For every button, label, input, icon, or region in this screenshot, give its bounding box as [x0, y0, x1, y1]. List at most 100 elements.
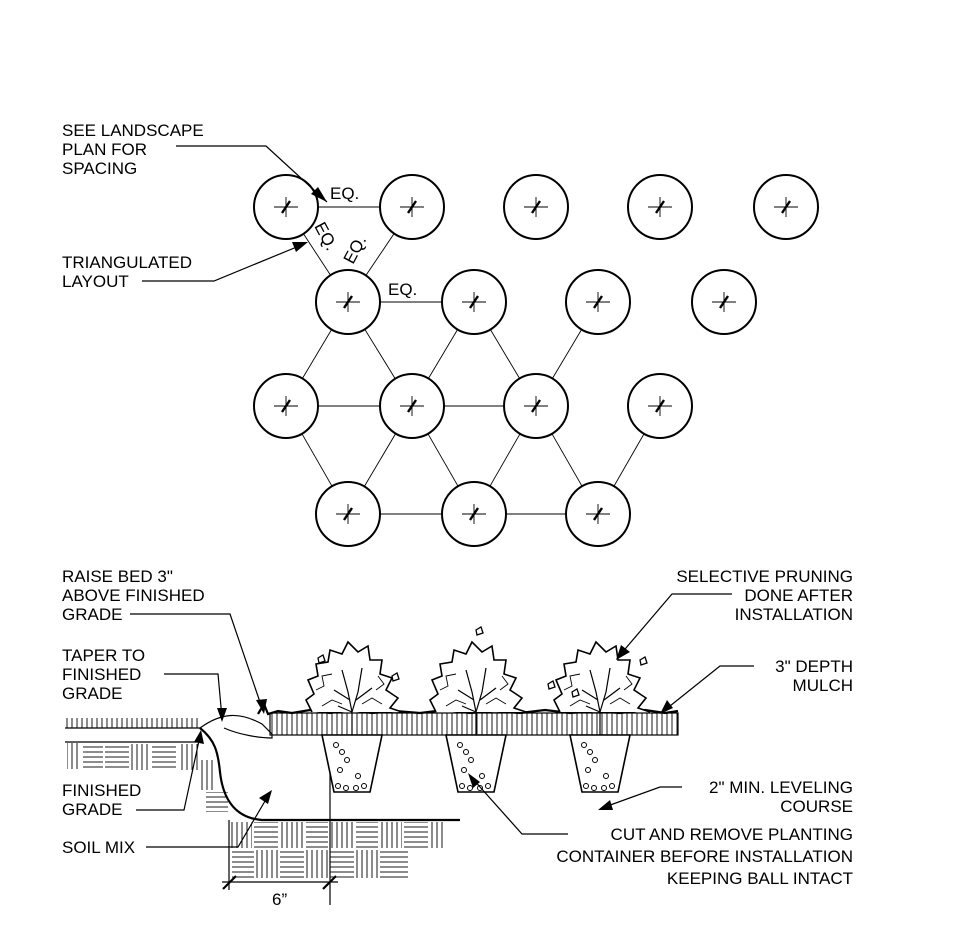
pruning-fragment — [639, 656, 648, 666]
pruning-line-3: INSTALLATION — [735, 605, 853, 624]
taper-note: TAPER TO FINISHED GRADE — [62, 646, 227, 722]
plant-symbol — [315, 269, 381, 335]
plant-symbol — [253, 174, 319, 240]
center-tick — [469, 507, 479, 521]
foliage — [428, 640, 527, 713]
layout-note-line-2: LAYOUT — [62, 272, 129, 291]
plant-symbol — [565, 269, 631, 335]
branch — [337, 705, 353, 713]
dimension-label: 6” — [272, 890, 287, 909]
mulch-leader — [664, 665, 754, 711]
grass-strip — [65, 718, 200, 728]
center-tick — [407, 399, 417, 413]
mulch-line-1: 3" DEPTH — [775, 657, 853, 676]
raise-bed-leader — [130, 613, 263, 709]
soil-granule — [592, 757, 598, 763]
soil-granule — [461, 767, 467, 773]
branch — [581, 689, 599, 701]
pruning-fragment — [391, 672, 400, 682]
spacing-leader — [176, 145, 328, 203]
spacing-note-line-3: SPACING — [62, 159, 137, 178]
soil-granule — [361, 783, 367, 789]
soil-granule — [339, 749, 345, 755]
soil-mix-label: SOIL MIX — [62, 838, 135, 857]
branch — [479, 687, 497, 701]
center-tick — [655, 200, 665, 214]
plant-symbol — [503, 373, 569, 439]
layout-leader — [142, 243, 305, 282]
center-tick — [531, 200, 541, 214]
soil-granule — [585, 767, 591, 773]
leveling-note: 2" MIN. LEVELING COURSE — [598, 778, 853, 816]
plant-symbol — [441, 481, 507, 547]
plant-symbol — [565, 481, 631, 547]
mulch-note: 3" DEPTH MULCH — [660, 657, 853, 714]
center-tick — [655, 399, 665, 413]
leaf-cluster — [375, 675, 385, 691]
mulch-layer — [269, 712, 679, 736]
branch — [355, 687, 373, 701]
root-ball — [569, 734, 631, 793]
plant-symbol — [691, 269, 757, 335]
soil-mix-note: SOIL MIX — [62, 790, 272, 857]
soil-granule — [591, 785, 597, 791]
container-line-3: KEEPING BALL INTACT — [667, 869, 853, 888]
plant-symbol — [503, 174, 569, 240]
branch — [461, 705, 477, 713]
soil-granule — [477, 785, 483, 791]
leaf-cluster — [315, 673, 333, 691]
foliage — [304, 640, 403, 713]
shrub — [304, 640, 403, 793]
leaf-cluster — [445, 699, 467, 707]
center-tick — [593, 507, 603, 521]
branch — [599, 667, 611, 713]
taper-line-3: GRADE — [62, 684, 122, 703]
branch — [475, 667, 487, 713]
soil-granule — [333, 742, 339, 748]
leveling-line-2: COURSE — [780, 797, 853, 816]
soil-granule — [457, 742, 463, 748]
mulch-line-2: MULCH — [793, 676, 853, 695]
leaf-cluster — [563, 673, 581, 691]
finished-grade-line-1: FINISHED — [62, 781, 141, 800]
leaf-cluster — [439, 673, 457, 691]
spacing-note-line-2: PLAN FOR — [62, 140, 147, 159]
soil-mix-leader — [146, 795, 269, 848]
soil-granule — [581, 742, 587, 748]
soil-granule — [467, 785, 473, 791]
finished-grade-leader — [136, 735, 201, 811]
leaf-cluster — [623, 675, 633, 691]
layout-note-line-1: TRIANGULATED — [62, 253, 192, 272]
soil-granule — [485, 783, 491, 789]
leveling-leader — [601, 786, 682, 809]
taper-leader — [164, 673, 223, 719]
branch — [457, 689, 475, 701]
subsoil-hatching — [67, 743, 446, 878]
container-line-1: CUT AND REMOVE PLANTING — [611, 825, 853, 844]
soil-granule — [337, 767, 343, 773]
eq-label-diagonal-left: EQ. — [310, 219, 341, 254]
raise-bed-line-2: ABOVE FINISHED — [62, 586, 205, 605]
leaf-cluster — [321, 699, 343, 707]
soil-granule — [468, 757, 474, 763]
plant-symbol — [379, 174, 445, 240]
plant-symbol — [753, 174, 819, 240]
soil-granule — [459, 783, 465, 789]
layout-note: TRIANGULATED LAYOUT — [62, 242, 308, 291]
soil-granule — [353, 785, 359, 791]
center-tick — [343, 507, 353, 521]
branch — [585, 705, 601, 713]
plant-symbol — [315, 481, 381, 547]
leaf-cluster — [499, 675, 509, 691]
pruning-fragment — [571, 688, 580, 698]
center-tick — [281, 399, 291, 413]
container-line-2: CONTAINER BEFORE INSTALLATION — [556, 847, 853, 866]
spacing-arrowhead — [311, 187, 327, 202]
center-tick — [343, 295, 353, 309]
soil-granule — [343, 785, 349, 791]
branch — [341, 669, 353, 735]
branch — [589, 669, 601, 735]
soil-granule — [479, 773, 485, 779]
shrub — [428, 640, 527, 793]
